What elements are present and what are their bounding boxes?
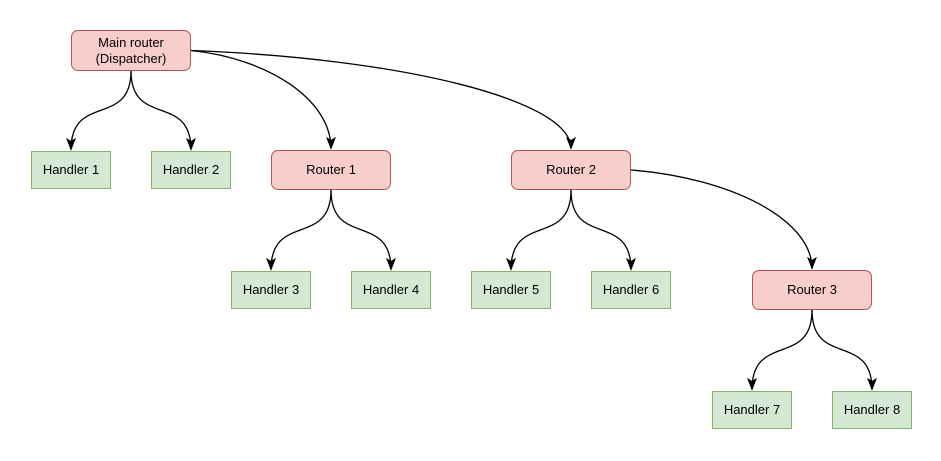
- node-label: Router 3: [787, 282, 837, 297]
- node-handler-6: Handler 6: [591, 271, 671, 309]
- edge-router-2-to-handler-6: [570, 189, 631, 270]
- node-label: (Dispatcher): [95, 50, 167, 66]
- edges-group: [71, 49, 872, 390]
- node-router-2: Router 2: [511, 150, 631, 190]
- node-label: Handler 5: [482, 282, 540, 297]
- node-label: Main router: [98, 34, 164, 50]
- node-handler-2: Handler 2: [151, 151, 231, 189]
- edge-main-router-to-handler-2: [130, 70, 191, 150]
- node-router-3: Router 3: [752, 270, 872, 310]
- edge-main-router-to-router-1: [190, 49, 331, 149]
- node-label: Handler 1: [42, 162, 100, 177]
- node-label: Handler 7: [723, 402, 781, 417]
- node-handler-4: Handler 4: [351, 271, 431, 309]
- node-label: Handler 8: [843, 402, 901, 417]
- edge-main-router-to-handler-1: [71, 70, 132, 150]
- node-handler-3: Handler 3: [231, 271, 311, 309]
- node-router-1: Router 1: [271, 150, 391, 190]
- edge-router-1-to-handler-3: [271, 189, 332, 270]
- node-handler-8: Handler 8: [832, 391, 912, 429]
- node-handler-7: Handler 7: [712, 391, 792, 429]
- node-handler-1: Handler 1: [31, 151, 111, 189]
- node-label: Handler 4: [362, 282, 420, 297]
- edge-main-router-to-router-2: [190, 49, 571, 149]
- node-handler-5: Handler 5: [471, 271, 551, 309]
- edge-router-3-to-handler-8: [811, 309, 872, 390]
- node-label: Router 1: [306, 162, 356, 177]
- edge-router-2-to-router-3: [630, 169, 812, 269]
- node-label: Router 2: [546, 162, 596, 177]
- node-label: Handler 2: [162, 162, 220, 177]
- edge-router-2-to-handler-5: [511, 189, 572, 270]
- node-main-router: Main router(Dispatcher): [71, 30, 191, 71]
- edge-router-3-to-handler-7: [752, 309, 813, 390]
- node-label: Handler 3: [242, 282, 300, 297]
- node-label: Handler 6: [602, 282, 660, 297]
- edge-router-1-to-handler-4: [330, 189, 391, 270]
